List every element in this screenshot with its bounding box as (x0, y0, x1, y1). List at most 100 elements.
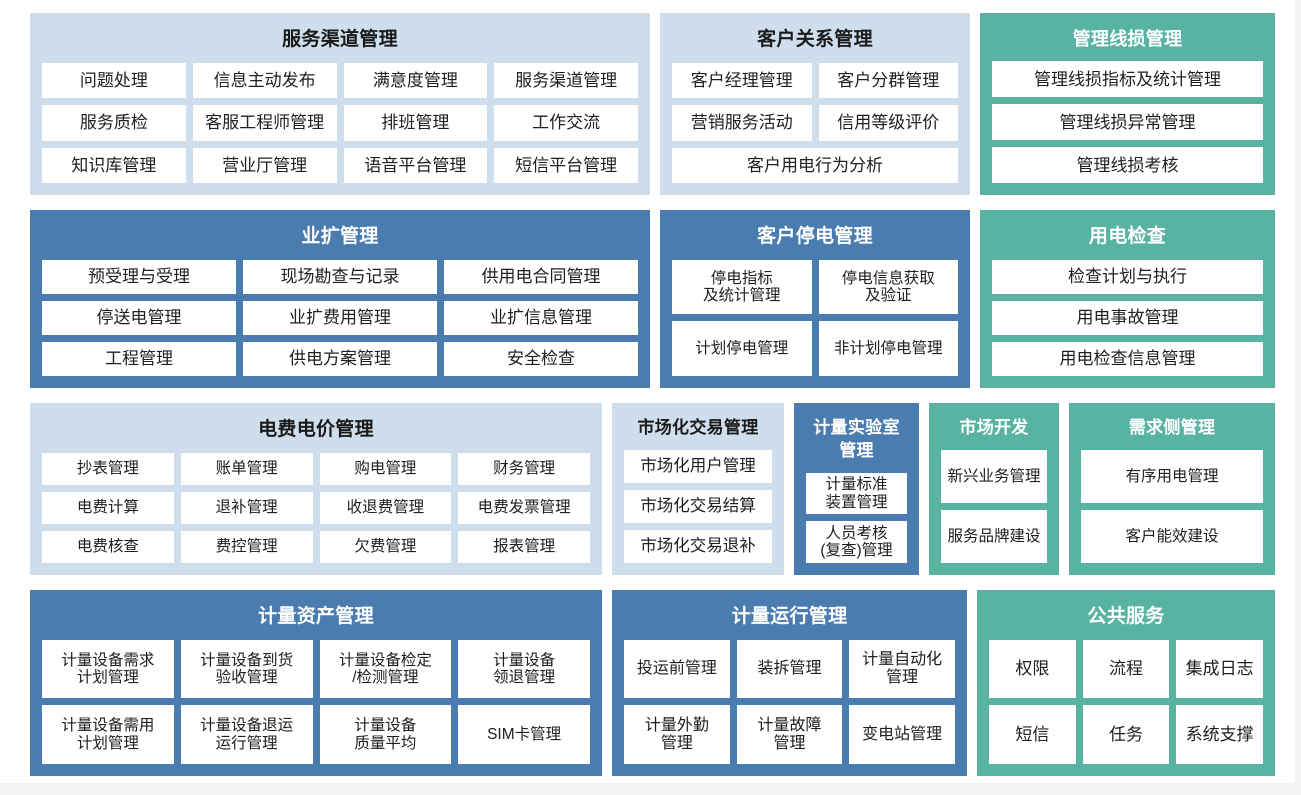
panel-management-line-loss[interactable]: 管理线损管理 管理线损指标及统计管理 管理线损异常管理 管理线损考核 (980, 13, 1275, 195)
tile-item[interactable]: 短信 (989, 705, 1076, 765)
tile-item[interactable]: 权限 (989, 639, 1076, 699)
panel-metering-asset-management[interactable]: 计量资产管理 计量设备需求 计划管理 计量设备到货 验收管理 计量设备检定 /检… (30, 590, 602, 776)
tile-item[interactable]: 业扩费用管理 (243, 300, 437, 335)
tile-item[interactable]: 非计划停电管理 (818, 321, 958, 377)
panel-metering-laboratory-management[interactable]: 计量实验室管理 计量标准 装置管理 人员考核 (复查)管理 (794, 403, 919, 575)
tile-item[interactable]: 用电事故管理 (992, 300, 1263, 335)
tile-item[interactable]: 计量设备 领退管理 (458, 639, 590, 699)
tile-item[interactable]: 计划停电管理 (672, 321, 812, 377)
tile-item[interactable]: 管理线损考核 (992, 147, 1263, 184)
tile-item[interactable]: 计量设备检定 /检测管理 (319, 639, 452, 699)
panel-market-development[interactable]: 市场开发 新兴业务管理 服务品牌建设 (929, 403, 1059, 575)
tile-item[interactable]: 安全检查 (444, 341, 638, 377)
tile-item[interactable]: 计量设备 质量平均 (319, 705, 452, 765)
tile-item[interactable]: 排班管理 (343, 105, 488, 141)
tile-item[interactable]: 计量设备到货 验收管理 (180, 639, 313, 699)
panel-title: 业扩管理 (301, 226, 379, 247)
tile-item[interactable]: 收退费管理 (319, 491, 452, 524)
tile-item[interactable]: 退补管理 (180, 491, 313, 524)
tile-item[interactable]: 计量外勤 管理 (624, 705, 730, 765)
panel-public-services[interactable]: 公共服务 权限 流程 集成日志 短信 任务 系统支撑 (977, 590, 1275, 776)
tile-item[interactable]: 预受理与受理 (42, 259, 236, 294)
tile-item[interactable]: 客户经理管理 (672, 62, 812, 99)
panel-title: 管理线损管理 (1072, 29, 1183, 49)
tile-item[interactable]: 计量设备需求 计划管理 (42, 639, 174, 699)
tile-item[interactable]: 计量标准 装置管理 (806, 472, 907, 515)
tile-item[interactable]: 投运前管理 (624, 639, 730, 699)
tile-item[interactable]: 短信平台管理 (494, 147, 638, 183)
tile-item[interactable]: 客户能效建设 (1081, 509, 1263, 563)
tile-item[interactable]: 服务渠道管理 (494, 62, 638, 99)
tile-item[interactable]: 管理线损指标及统计管理 (992, 61, 1263, 98)
tile-item[interactable]: 费控管理 (180, 530, 313, 564)
module-row-4: 计量资产管理 计量设备需求 计划管理 计量设备到货 验收管理 计量设备检定 /检… (30, 590, 1275, 776)
tile-item[interactable]: 服务品牌建设 (941, 509, 1047, 563)
tile-item[interactable]: 服务质检 (42, 105, 186, 141)
tile-item[interactable]: 管理线损异常管理 (992, 104, 1263, 141)
panel-business-expansion-management[interactable]: 业扩管理 预受理与受理 现场勘查与记录 供用电合同管理 停送电管理 业扩费用管理… (30, 210, 650, 388)
tile-row: 计量设备需用 计划管理 计量设备退运 运行管理 计量设备 质量平均 SIM卡管理 (42, 705, 590, 765)
tile-item[interactable]: 有序用电管理 (1081, 449, 1263, 503)
tile-item[interactable]: 知识库管理 (42, 147, 186, 183)
tile-item[interactable]: 人员考核 (复查)管理 (806, 521, 907, 563)
tile-item[interactable]: 满意度管理 (343, 62, 488, 99)
tile-item[interactable]: 账单管理 (180, 452, 313, 485)
tile-item[interactable]: 工作交流 (494, 105, 638, 141)
tile-item[interactable]: 计量设备退运 运行管理 (180, 705, 313, 765)
tile-item[interactable]: 现场勘查与记录 (243, 259, 437, 294)
tile-item[interactable]: 业扩信息管理 (444, 300, 638, 335)
tile-item[interactable]: 变电站管理 (849, 705, 956, 765)
tile-item[interactable]: 电费发票管理 (458, 491, 590, 524)
tile-item[interactable]: 供用电合同管理 (444, 259, 638, 294)
tile-item[interactable]: SIM卡管理 (458, 705, 590, 765)
tile-item[interactable]: 报表管理 (458, 530, 590, 564)
tile-row: 管理线损考核 (992, 147, 1263, 184)
panel-electricity-fee-price-management[interactable]: 电费电价管理 抄表管理 账单管理 购电管理 财务管理 电费计算 退补管理 收退费… (30, 403, 602, 575)
tile-item[interactable]: 供电方案管理 (243, 341, 437, 377)
tile-item[interactable]: 新兴业务管理 (941, 449, 1047, 503)
tile-item[interactable]: 信用等级评价 (818, 105, 958, 141)
tile-item[interactable]: 客户用电行为分析 (672, 147, 958, 183)
tile-item[interactable]: 营销服务活动 (672, 105, 812, 141)
tile-item[interactable]: 系统支撑 (1176, 705, 1264, 765)
panel-market-transaction-management[interactable]: 市场化交易管理 市场化用户管理 市场化交易结算 市场化交易退补 (612, 403, 784, 575)
tile-grid: 投运前管理 装拆管理 计量自动化 管理 计量外勤 管理 计量故障 管理 变电站管… (624, 639, 956, 765)
tile-item[interactable]: 停送电管理 (42, 300, 236, 335)
tile-item[interactable]: 营业厅管理 (192, 147, 337, 183)
tile-item[interactable]: 集成日志 (1176, 639, 1264, 699)
tile-item[interactable]: 语音平台管理 (343, 147, 488, 183)
tile-item[interactable]: 抄表管理 (42, 452, 174, 485)
tile-item[interactable]: 欠费管理 (319, 530, 452, 564)
tile-item[interactable]: 市场化交易退补 (624, 529, 772, 563)
panel-title: 客户关系管理 (757, 29, 873, 50)
tile-item[interactable]: 电费计算 (42, 491, 174, 524)
tile-item[interactable]: 任务 (1082, 705, 1170, 765)
tile-item[interactable]: 信息主动发布 (192, 62, 337, 99)
tile-item[interactable]: 计量设备需用 计划管理 (42, 705, 174, 765)
tile-item[interactable]: 市场化交易结算 (624, 489, 772, 523)
tile-item[interactable]: 计量自动化 管理 (849, 639, 956, 699)
tile-item[interactable]: 用电检查信息管理 (992, 341, 1263, 377)
tile-item[interactable]: 客户分群管理 (818, 62, 958, 99)
tile-item[interactable]: 装拆管理 (736, 639, 843, 699)
tile-item[interactable]: 计量故障 管理 (736, 705, 843, 765)
tile-item[interactable]: 财务管理 (458, 452, 590, 485)
tile-item[interactable]: 检查计划与执行 (992, 259, 1263, 294)
tile-item[interactable]: 停电指标 及统计管理 (672, 259, 812, 315)
panel-customer-relationship-management[interactable]: 客户关系管理 客户经理管理 客户分群管理 营销服务活动 信用等级评价 客户用电行… (660, 13, 970, 195)
tile-item[interactable]: 问题处理 (42, 62, 186, 99)
panel-power-consumption-inspection[interactable]: 用电检查 检查计划与执行 用电事故管理 用电检查信息管理 (980, 210, 1275, 388)
tile-item[interactable]: 市场化用户管理 (624, 449, 772, 483)
panel-title: 客户停电管理 (757, 226, 873, 247)
tile-item[interactable]: 客服工程师管理 (192, 105, 337, 141)
panel-service-channel-management[interactable]: 服务渠道管理 问题处理 信息主动发布 满意度管理 服务渠道管理 服务质检 客服工… (30, 13, 650, 195)
tile-item[interactable]: 停电信息获取 及验证 (818, 259, 958, 315)
panel-metering-operation-management[interactable]: 计量运行管理 投运前管理 装拆管理 计量自动化 管理 计量外勤 管理 计量故障 … (612, 590, 967, 776)
panel-customer-outage-management[interactable]: 客户停电管理 停电指标 及统计管理 停电信息获取 及验证 计划停电管理 非计划停… (660, 210, 970, 388)
tile-item[interactable]: 电费核查 (42, 530, 174, 564)
tile-item[interactable]: 工程管理 (42, 341, 236, 377)
tile-item[interactable]: 购电管理 (319, 452, 452, 485)
panel-demand-side-management[interactable]: 需求侧管理 有序用电管理 客户能效建设 (1069, 403, 1275, 575)
tile-row: 人员考核 (复查)管理 (806, 521, 907, 563)
tile-item[interactable]: 流程 (1082, 639, 1170, 699)
